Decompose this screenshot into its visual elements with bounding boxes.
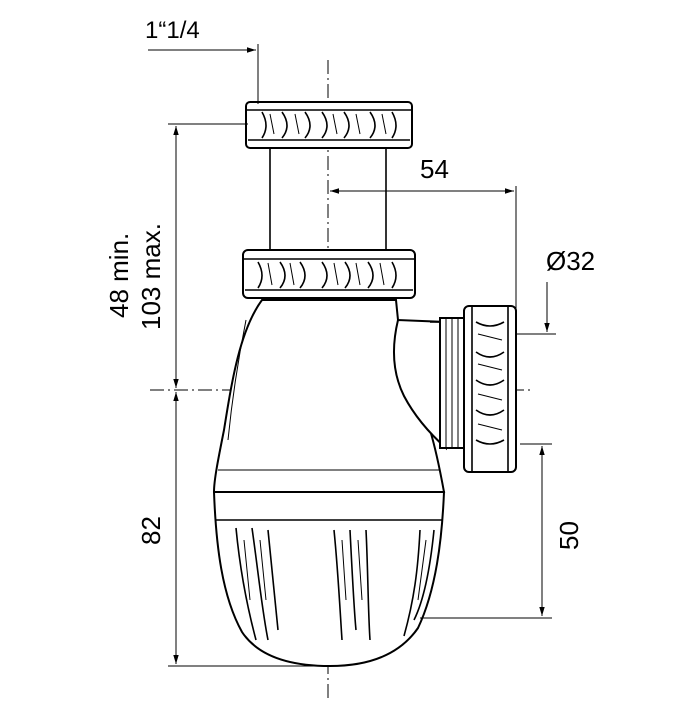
side-outlet-nut <box>439 305 517 473</box>
bottom-height-label: 82 <box>136 516 166 545</box>
dimension-thread: 1“1/4 <box>145 17 259 104</box>
outlet-height-label: 50 <box>554 521 584 550</box>
dimension-height-range: 48 min. 103 max. <box>104 123 248 388</box>
thread-label: 1“1/4 <box>145 17 200 44</box>
bottom-cup <box>212 491 446 668</box>
dimension-outlet-height: 50 <box>420 443 584 619</box>
height-max-label: 103 max. <box>136 223 166 330</box>
dimension-outlet-diameter: Ø32 <box>516 246 595 335</box>
middle-nut <box>242 249 416 299</box>
offset-label: 54 <box>420 154 449 184</box>
top-inlet-nut <box>245 101 413 149</box>
outlet-diameter-label: Ø32 <box>546 246 595 276</box>
height-min-label: 48 min. <box>104 233 134 318</box>
inlet-tube <box>269 148 387 252</box>
dimension-bottom-height: 82 <box>136 392 330 667</box>
dimension-offset: 54 <box>330 154 517 322</box>
